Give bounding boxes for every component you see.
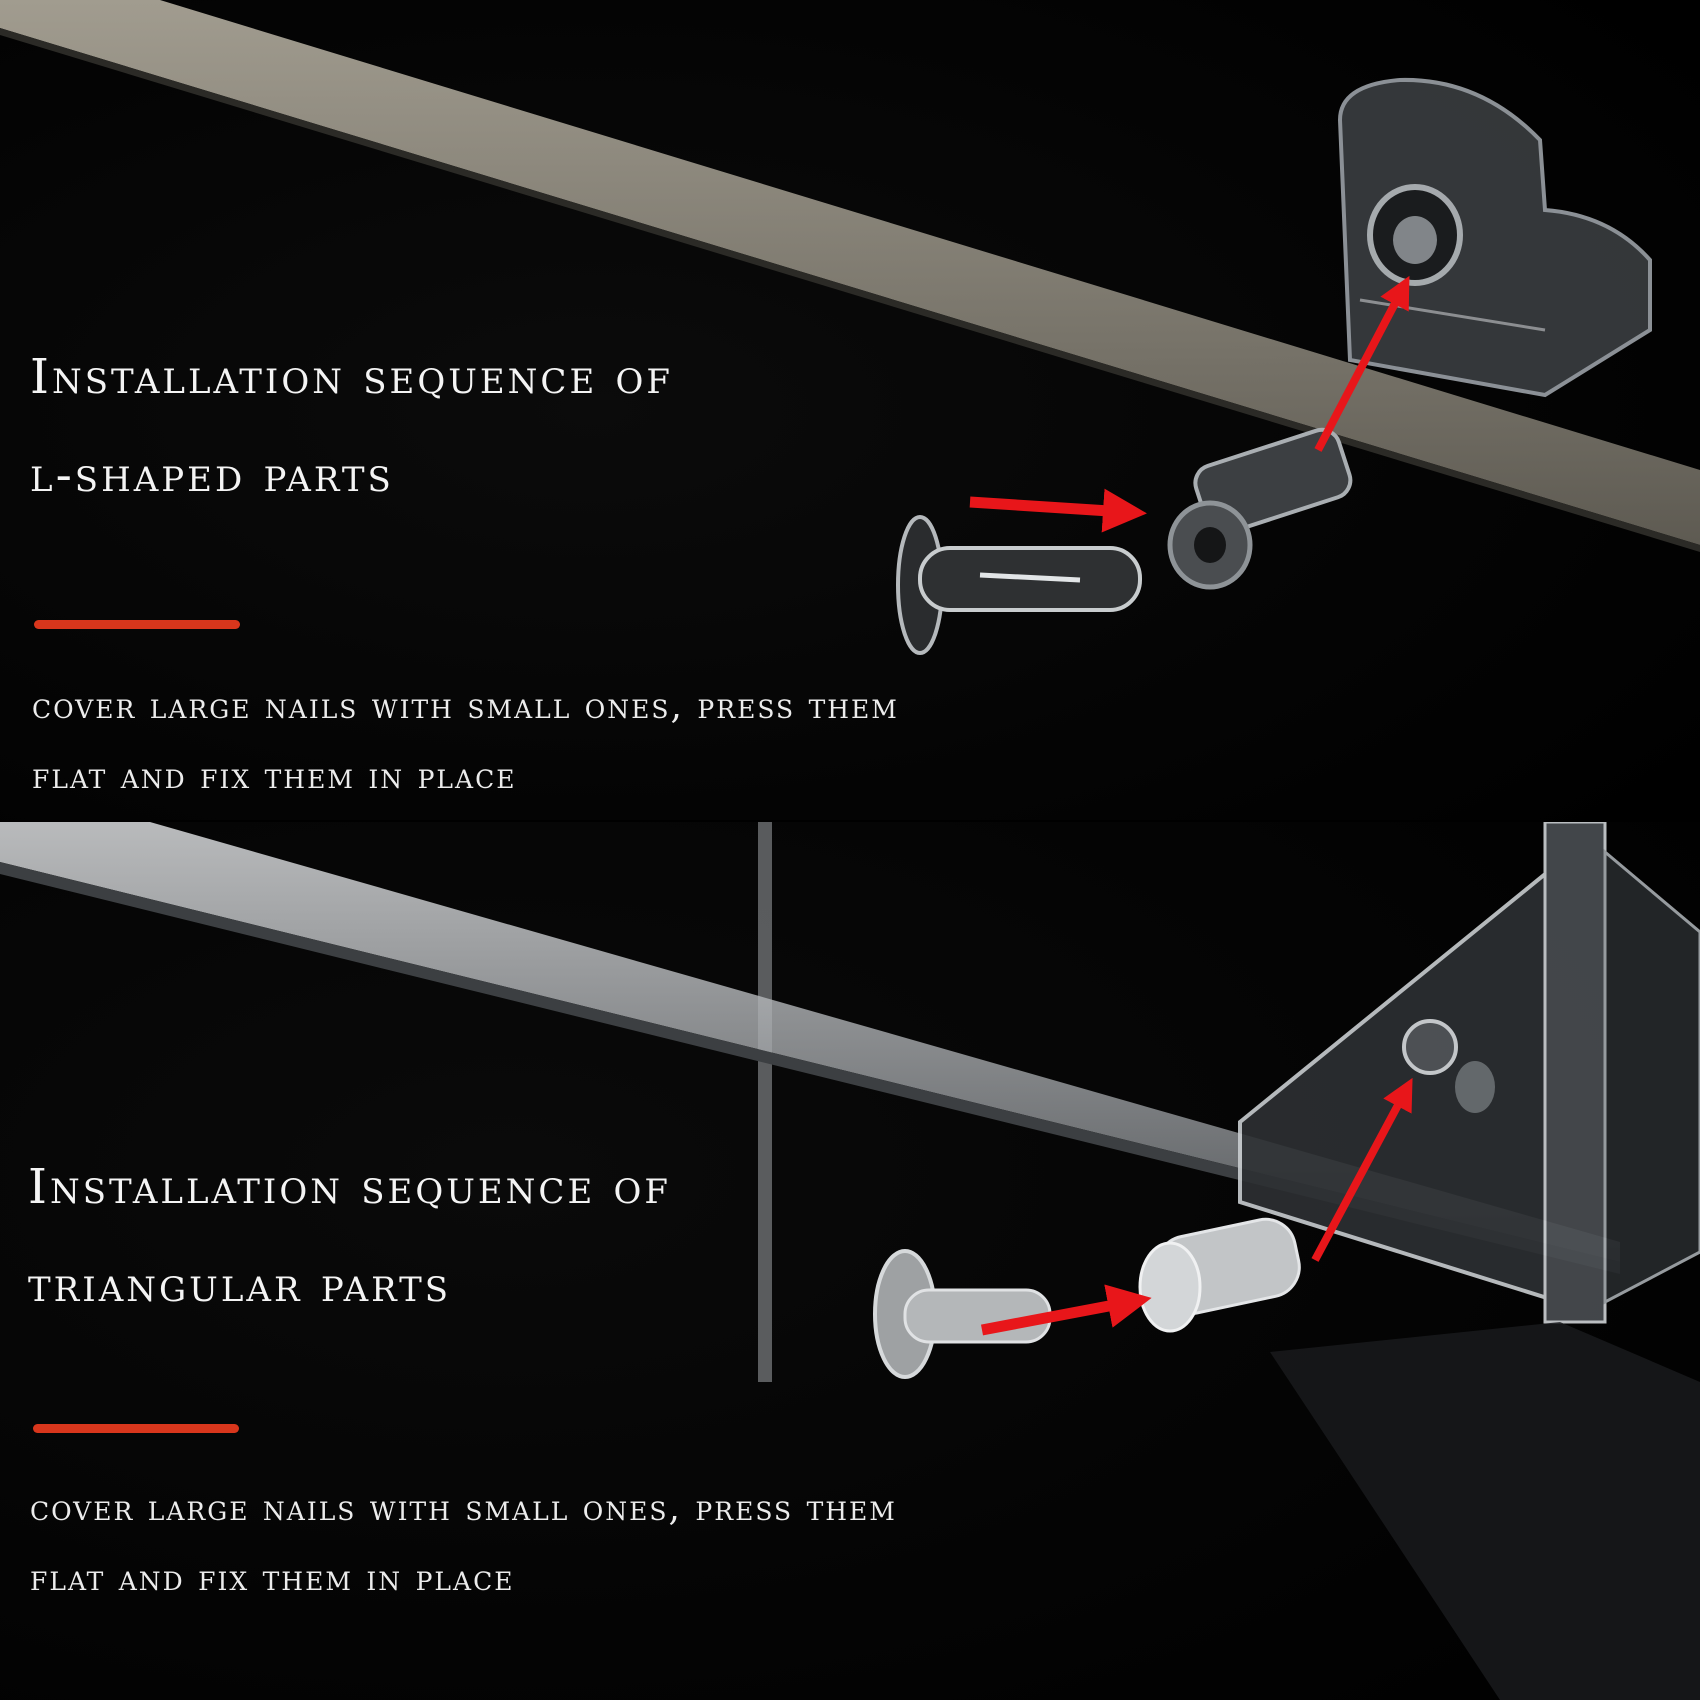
- triangular-title-line-2: triangular parts: [28, 1257, 452, 1313]
- triangular-title-line-1: Installation sequence of: [28, 1159, 671, 1215]
- panel-l-shaped: Installation sequence of L-shaped parts …: [0, 0, 1700, 820]
- accent-bar: [33, 1424, 239, 1433]
- arrow-sleeve-to-bracket: [1311, 1077, 1413, 1262]
- arrow-nail-to-sleeve: [969, 488, 1147, 533]
- glass-shelf: [0, 0, 1700, 545]
- triangular-title: Installation sequence of triangular part…: [28, 1138, 671, 1334]
- l-shaped-title-line-1: Installation sequence of: [30, 349, 673, 405]
- l-shaped-description: cover large nails with small ones, press…: [32, 672, 899, 812]
- glass-shelf: [0, 822, 1620, 1262]
- arrow-sleeve-to-bracket: [1314, 275, 1410, 452]
- large-nail: [896, 515, 1142, 655]
- arrow-nail-to-sleeve: [980, 1284, 1152, 1336]
- l-shaped-description-line-2: flat and fix them in place: [32, 756, 517, 797]
- triangular-description-line-1: cover large nails with small ones, press…: [30, 1488, 897, 1529]
- triangular-description-line-2: flat and fix them in place: [30, 1558, 515, 1599]
- small-nail-sleeve: [1138, 1217, 1301, 1333]
- panel-triangular: Installation sequence of triangular part…: [0, 822, 1700, 1700]
- l-shaped-title-line-2: L-shaped parts: [30, 447, 394, 503]
- l-shaped-product-photo: [0, 0, 1700, 820]
- l-shaped-bracket: [1337, 77, 1652, 398]
- l-shaped-description-line-1: cover large nails with small ones, press…: [32, 686, 899, 727]
- small-nail-sleeve: [1167, 427, 1353, 590]
- triangular-description: cover large nails with small ones, press…: [30, 1474, 897, 1614]
- accent-bar: [34, 620, 240, 629]
- triangular-product-photo: [0, 822, 1700, 1700]
- l-shaped-title: Installation sequence of L-shaped parts: [30, 328, 673, 524]
